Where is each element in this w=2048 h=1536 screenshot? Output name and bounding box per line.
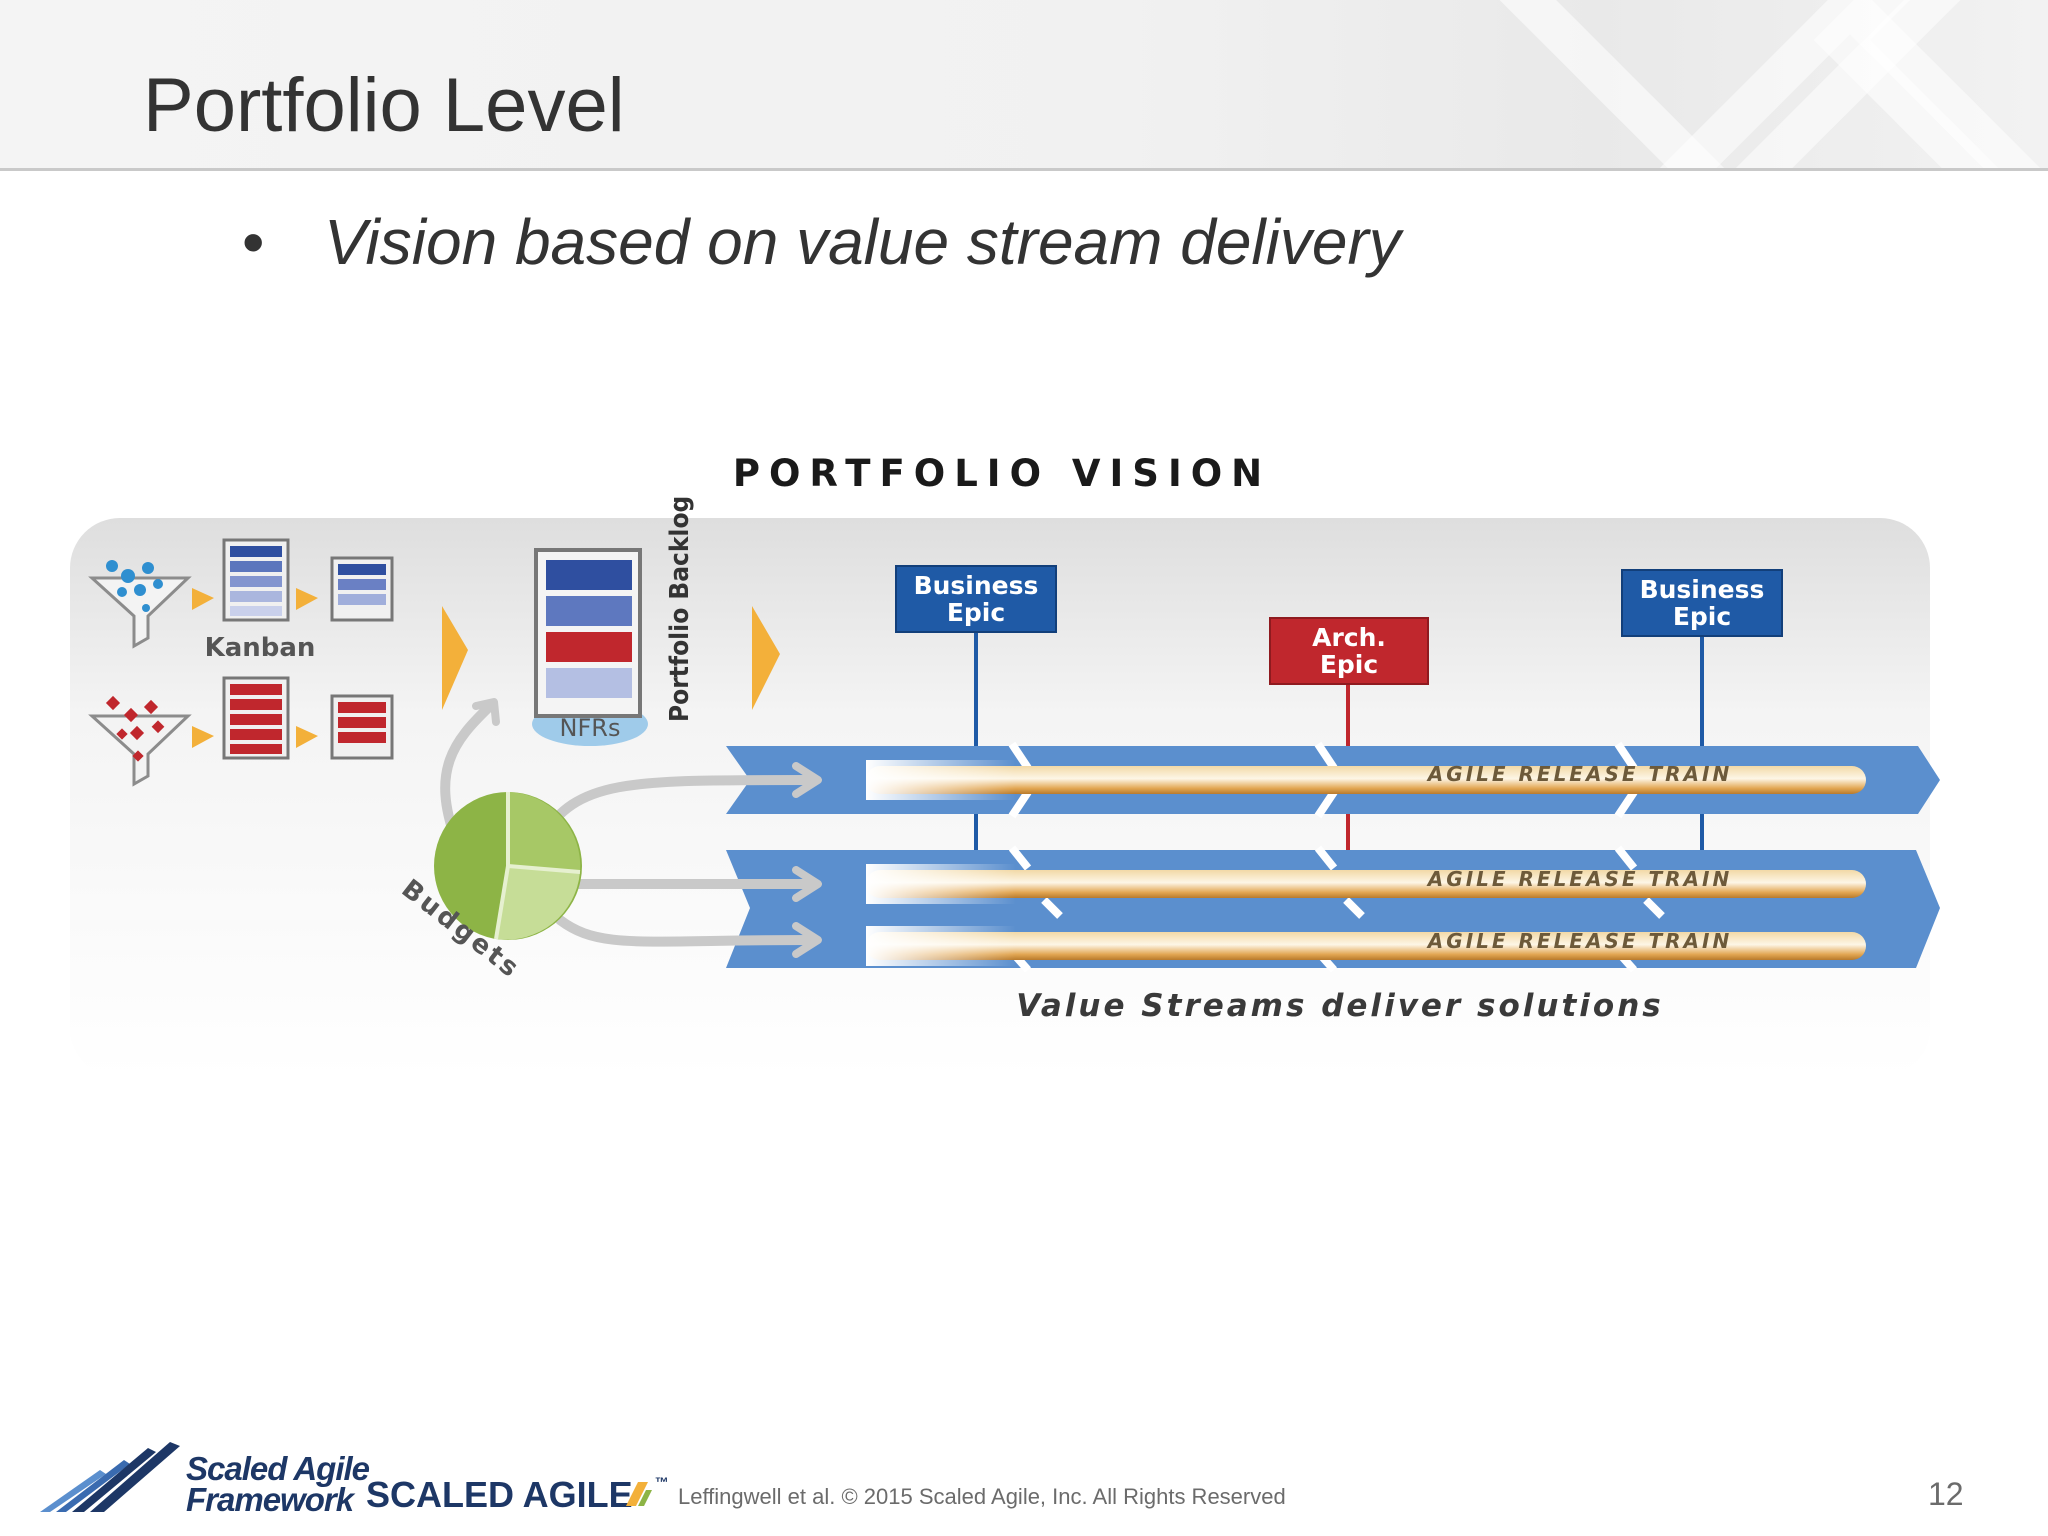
release-train-label: AGILE RELEASE TRAIN xyxy=(1426,929,1732,953)
stack-red-small-icon xyxy=(332,696,392,758)
portfolio-vision-diagram: PORTFOLIO VISION xyxy=(0,440,2048,1080)
release-train-label: AGILE RELEASE TRAIN xyxy=(1426,762,1732,786)
epic-line2: Epic xyxy=(1673,602,1731,631)
epic-line1: Arch. xyxy=(1312,623,1386,652)
bullet-text: Vision based on value stream delivery xyxy=(324,206,1401,278)
release-train-2: AGILE RELEASE TRAIN xyxy=(866,864,1866,904)
portfolio-backlog-label: Portfolio Backlog xyxy=(665,496,695,722)
epic-line1: Business xyxy=(1640,575,1765,604)
company-name: SCALED AGILE xyxy=(366,1474,633,1515)
kanban-label: Kanban xyxy=(205,633,316,663)
framework-line-1: Scaled Agile xyxy=(186,1453,369,1484)
release-train-3: AGILE RELEASE TRAIN xyxy=(866,926,1866,966)
scaled-agile-framework-wordmark: Scaled Agile Framework xyxy=(186,1453,369,1515)
release-train-1: AGILE RELEASE TRAIN xyxy=(866,760,1866,800)
bullet-item: •Vision based on value stream delivery xyxy=(242,205,1401,279)
footer-copyright: Leffingwell et al. © 2015 Scaled Agile, … xyxy=(678,1484,1286,1510)
epic-flag-business-1: Business Epic xyxy=(896,566,1056,632)
nfrs-label: NFRs xyxy=(560,714,621,742)
scaled-agile-framework-logo xyxy=(40,1440,190,1514)
epic-line2: Epic xyxy=(1320,650,1378,679)
scaled-agile-stripe-icon xyxy=(626,1478,652,1508)
scaled-agile-wordmark: SCALED AGILE ™ xyxy=(366,1474,669,1516)
release-train-label: AGILE RELEASE TRAIN xyxy=(1426,867,1732,891)
page-number: 12 xyxy=(1928,1476,1964,1513)
stack-red-icon xyxy=(224,678,288,758)
epic-line1: Business xyxy=(914,571,1039,600)
slide-title: Portfolio Level xyxy=(143,62,625,149)
diagram-caption: Value Streams deliver solutions xyxy=(1016,988,1663,1024)
bullet-dot: • xyxy=(242,205,324,279)
stack-blue-small-icon xyxy=(332,558,392,620)
trademark-mark: ™ xyxy=(655,1474,669,1490)
framework-line-2: Framework xyxy=(186,1484,369,1515)
epic-flag-arch: Arch. Epic xyxy=(1270,618,1428,684)
diagram-heading: PORTFOLIO VISION xyxy=(733,452,1271,495)
slide-header: Portfolio Level xyxy=(0,0,2048,171)
stack-blue-icon xyxy=(224,540,288,620)
epic-flag-business-2: Business Epic xyxy=(1622,570,1782,636)
epic-line2: Epic xyxy=(947,598,1005,627)
